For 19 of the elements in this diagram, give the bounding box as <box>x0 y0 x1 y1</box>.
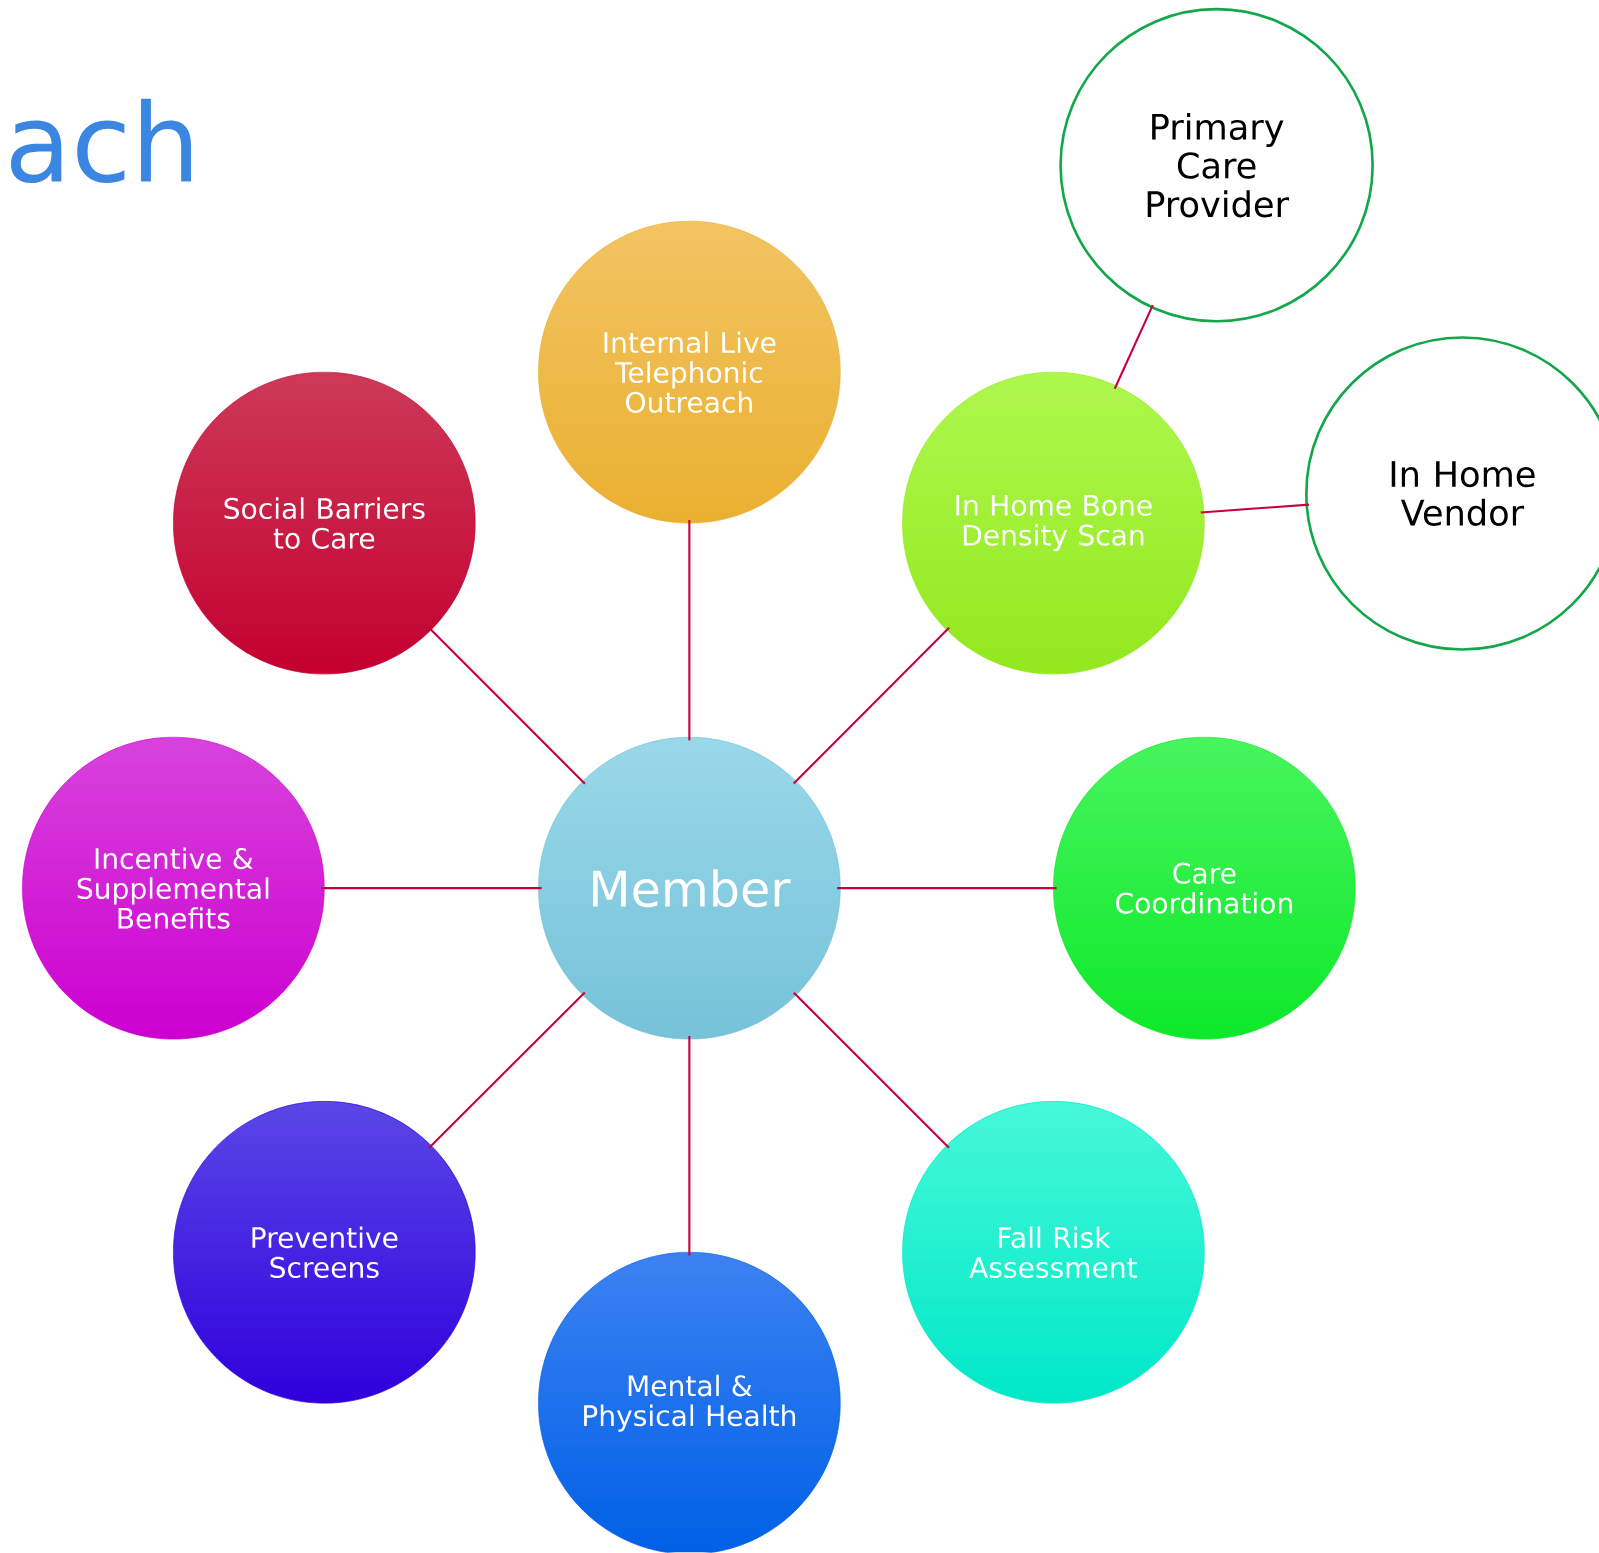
circle-node: Internal Live Telephonic Outreach <box>538 220 841 524</box>
connector-line <box>688 1035 691 1256</box>
title: ach <box>11 98 191 183</box>
circle-node: Fall Risk Assessment <box>902 1101 1205 1404</box>
connector-line <box>1200 503 1309 514</box>
connector-line <box>837 887 1057 890</box>
circle-node: Preventive Screens <box>173 1101 476 1404</box>
connector-line <box>428 626 586 785</box>
connector-line <box>1113 304 1154 390</box>
circle-node: Member <box>538 736 841 1040</box>
connector-line <box>688 519 691 741</box>
circle-node: Care Coordination <box>1053 736 1356 1040</box>
circle-node: Incentive & Supplemental Benefits <box>22 736 325 1040</box>
circle-node: Social Barriers to Care <box>173 371 476 675</box>
circle-node: In Home Bone Density Scan <box>902 371 1205 675</box>
connector-line <box>793 991 950 1149</box>
connector-line <box>428 991 586 1149</box>
connector-line <box>792 627 950 785</box>
connector-line <box>321 887 542 890</box>
